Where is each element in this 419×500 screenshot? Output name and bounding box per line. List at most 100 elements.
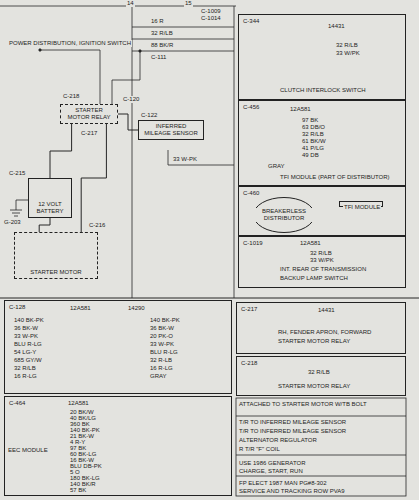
note-cell: T/R TO INFERRED MILEAGE SENSOR [238, 419, 347, 426]
pin-label: 32 R/LB [335, 42, 359, 49]
connector-id: C-344 [242, 18, 260, 25]
starter-motor-box: STARTER MOTOR [14, 232, 98, 279]
pin-label: GRAY [267, 163, 286, 170]
wire-connector [39, 218, 50, 232]
pin-label: STARTER MOTOR RELAY [277, 338, 351, 345]
component-name: TFI MODULE [343, 204, 381, 211]
wire-label: C-216 [88, 222, 106, 229]
pin-label: INT. REAR OF TRANSMISSION [279, 266, 367, 273]
component-name: STARTER MOTOR RELAY [64, 107, 114, 121]
pin-label: 16 R-LG [13, 373, 38, 380]
pin-label: 12A581 [299, 240, 322, 247]
pin-label: 97 BK [301, 117, 319, 124]
wire-label: C-122 [140, 112, 158, 119]
pin-label: 32 R/LB [301, 131, 325, 138]
pin-label: 36 BK-W [149, 325, 175, 332]
connector-id: C-464 [8, 400, 26, 407]
pin-label: 20 PK-O [149, 333, 174, 340]
pin-label: 32 R-LB [149, 357, 173, 364]
wire-label: 15 [184, 0, 193, 7]
note-cell: T/R TO INFERRED MILEAGE SENSOR [238, 428, 347, 435]
wire-label: 32 R/LB [150, 30, 174, 37]
pin-label: 33 W/PK [335, 50, 361, 57]
wires [39, 27, 234, 165]
note-cell: ATTACHED TO STARTER MOTOR W/TB BOLT [238, 401, 368, 408]
pin-label: 32 R/LB [307, 369, 331, 376]
connector-panel: C-12812A58114290140 BK-PK36 BK-W33 W-PKB… [4, 300, 232, 394]
note-cell: CHARGE, START, RUN [238, 468, 304, 475]
wire-connector [50, 124, 72, 178]
component-name: 12 VOLT BATTERY [32, 201, 68, 215]
pin-label: 16 R-LG [149, 365, 174, 372]
note-cell: R T/R "F" COIL [238, 446, 281, 453]
pin-label: 63 DB/O [301, 124, 326, 131]
notes-table [236, 398, 406, 496]
pin-label: 140 BK-PK [13, 317, 45, 324]
connector-id: C-218 [240, 360, 258, 367]
note-cell: SERVICE AND TRACKING ROW PVA9 [238, 488, 346, 495]
wire-label: C-215 [8, 170, 26, 177]
pin-label: 33 W/PK [309, 257, 335, 264]
connector-panel: C-21832 R/LBSTARTER MOTOR RELAY [236, 356, 406, 396]
sensor-box: INFERRED MILEAGE SENSOR [138, 120, 204, 140]
connector-panel: C-46412A581EEC MODULE20 BK/W40 BK/LG360 … [4, 396, 232, 496]
pin-label: 33 W-PK [13, 333, 39, 340]
ground-symbol [10, 200, 28, 216]
pin-label: BACKUP LAMP SWITCH [279, 275, 349, 282]
distributor-ellipse: BREAKERLESS DISTRIBUTOR [253, 197, 315, 233]
connector-panel: C-344 14431 32 R/LB33 W/PK CLUTCH INTERLOCK… [238, 14, 406, 100]
note-cell: ALTERNATOR REGULATOR [238, 437, 318, 444]
wire-label: 33 W-PK [172, 156, 198, 163]
pin-label: 32 R/LB [309, 250, 333, 257]
wire-label: C-120 [122, 96, 140, 103]
pin-label: 33 W-PK [149, 341, 175, 348]
component-name: BREAKERLESS DISTRIBUTOR [253, 208, 315, 222]
ellipse-outline [254, 198, 315, 233]
wire-connector [118, 114, 138, 130]
wire-label: 14 [126, 0, 135, 7]
wire-label: C-1009 [200, 8, 222, 15]
wire-label: 16 R [150, 18, 165, 25]
connector-panel: C-460BREAKERLESS DISTRIBUTORTFI MODULE [238, 186, 406, 236]
pin-label: BLU R-LG [13, 341, 43, 348]
pin-label: 32 R/LB [13, 365, 37, 372]
wire-label: C-217 [80, 130, 98, 137]
connector-panel: C-21714431RH, FENDER APRON, FORWARDSTART… [236, 302, 406, 354]
pin-label: EEC MODULE [7, 447, 49, 454]
connector-id: C-1019 [242, 240, 264, 247]
grid-lines [0, 6, 419, 298]
relay-box: STARTER MOTOR RELAY [60, 104, 118, 124]
pin-label: RH, FENDER APRON, FORWARD [277, 329, 372, 336]
pin-label: 140 BK-PK [149, 317, 181, 324]
component-name: INFERRED MILEAGE SENSOR [142, 123, 200, 137]
pin-label: BLU R-LG [149, 349, 179, 356]
note-cell: USE 1986 GENERATOR [238, 460, 306, 467]
pin-label: CLUTCH INTERLOCK SWITCH [279, 87, 367, 94]
pin-label: GRAY [149, 373, 168, 380]
pin-label: 12A581 [289, 106, 312, 113]
module-box: TFI MODULE [339, 201, 383, 207]
pin-label: 49 DB [301, 152, 320, 159]
connector-panel: C-1019 12A581 32 R/LB33 W/PK INT. REAR OF T… [238, 236, 406, 288]
pin-label: 12A581 [67, 400, 90, 407]
pin-label: 41 P/LG [301, 145, 325, 152]
pin-label: TFI MODULE (PART OF DISTRIBUTOR) [279, 174, 391, 181]
wire-label: POWER DISTRIBUTION, IGNITION SWITCH [8, 40, 132, 47]
wire-label: 88 BK/R [150, 42, 174, 49]
pin-label: 14290 [127, 305, 146, 312]
connector-panel: C-45612A58197 BK63 DB/O32 R/LB61 BK/W41 … [238, 100, 406, 186]
wire-label: C-1014 [200, 15, 222, 22]
component-name: STARTER MOTOR [18, 269, 94, 276]
note-cell: FP ELECT 1987 MAN PG#8-302 [238, 480, 328, 487]
pin-label: 14431 [327, 23, 346, 30]
pin-label: 54 LG-Y [13, 349, 37, 356]
pin-label: 12A581 [69, 305, 92, 312]
pin-label: 57 BK [69, 487, 87, 493]
wire-connector [81, 124, 106, 232]
connector-id: C-217 [240, 306, 258, 313]
pin-label: 36 BK-W [13, 325, 39, 332]
battery-box: 12 VOLT BATTERY [28, 178, 72, 218]
pin-label: 685 GY/W [13, 357, 43, 364]
